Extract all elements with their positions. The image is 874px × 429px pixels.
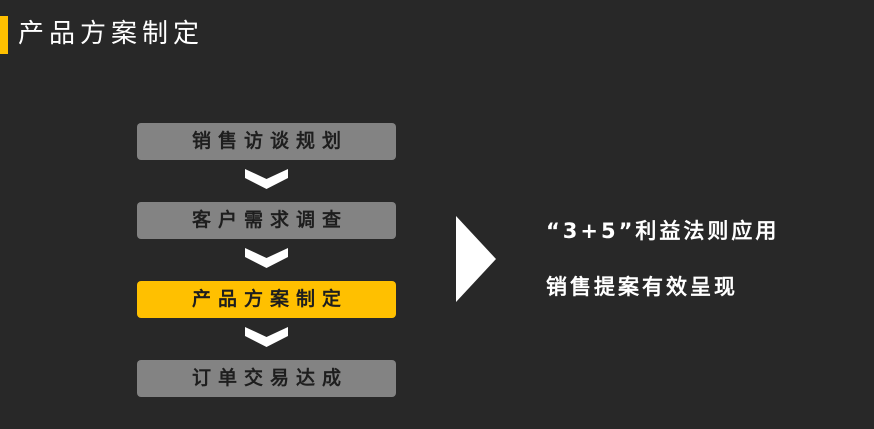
chevron-down-icon xyxy=(245,327,288,347)
result-line-sales-proposal: 销售提案有效呈现 xyxy=(546,275,738,299)
chevron-down-icon xyxy=(245,169,288,189)
result-line-3plus5-benefit-rule: “3+5”利益法则应用 xyxy=(546,219,780,243)
title-accent-bar xyxy=(0,16,8,54)
chevron-down-icon xyxy=(245,248,288,268)
step-order-deal-closed: 订单交易达成 xyxy=(137,360,396,397)
process-flow: 销售访谈规划 客户需求调查 产品方案制定 订单交易达成 xyxy=(137,123,396,397)
page-title: 产品方案制定 xyxy=(18,19,205,49)
step-sales-interview-planning: 销售访谈规划 xyxy=(137,123,396,160)
step-product-plan-formulation: 产品方案制定 xyxy=(137,281,396,318)
triangle-right-icon xyxy=(456,216,496,302)
step-customer-needs-survey: 客户需求调查 xyxy=(137,202,396,239)
